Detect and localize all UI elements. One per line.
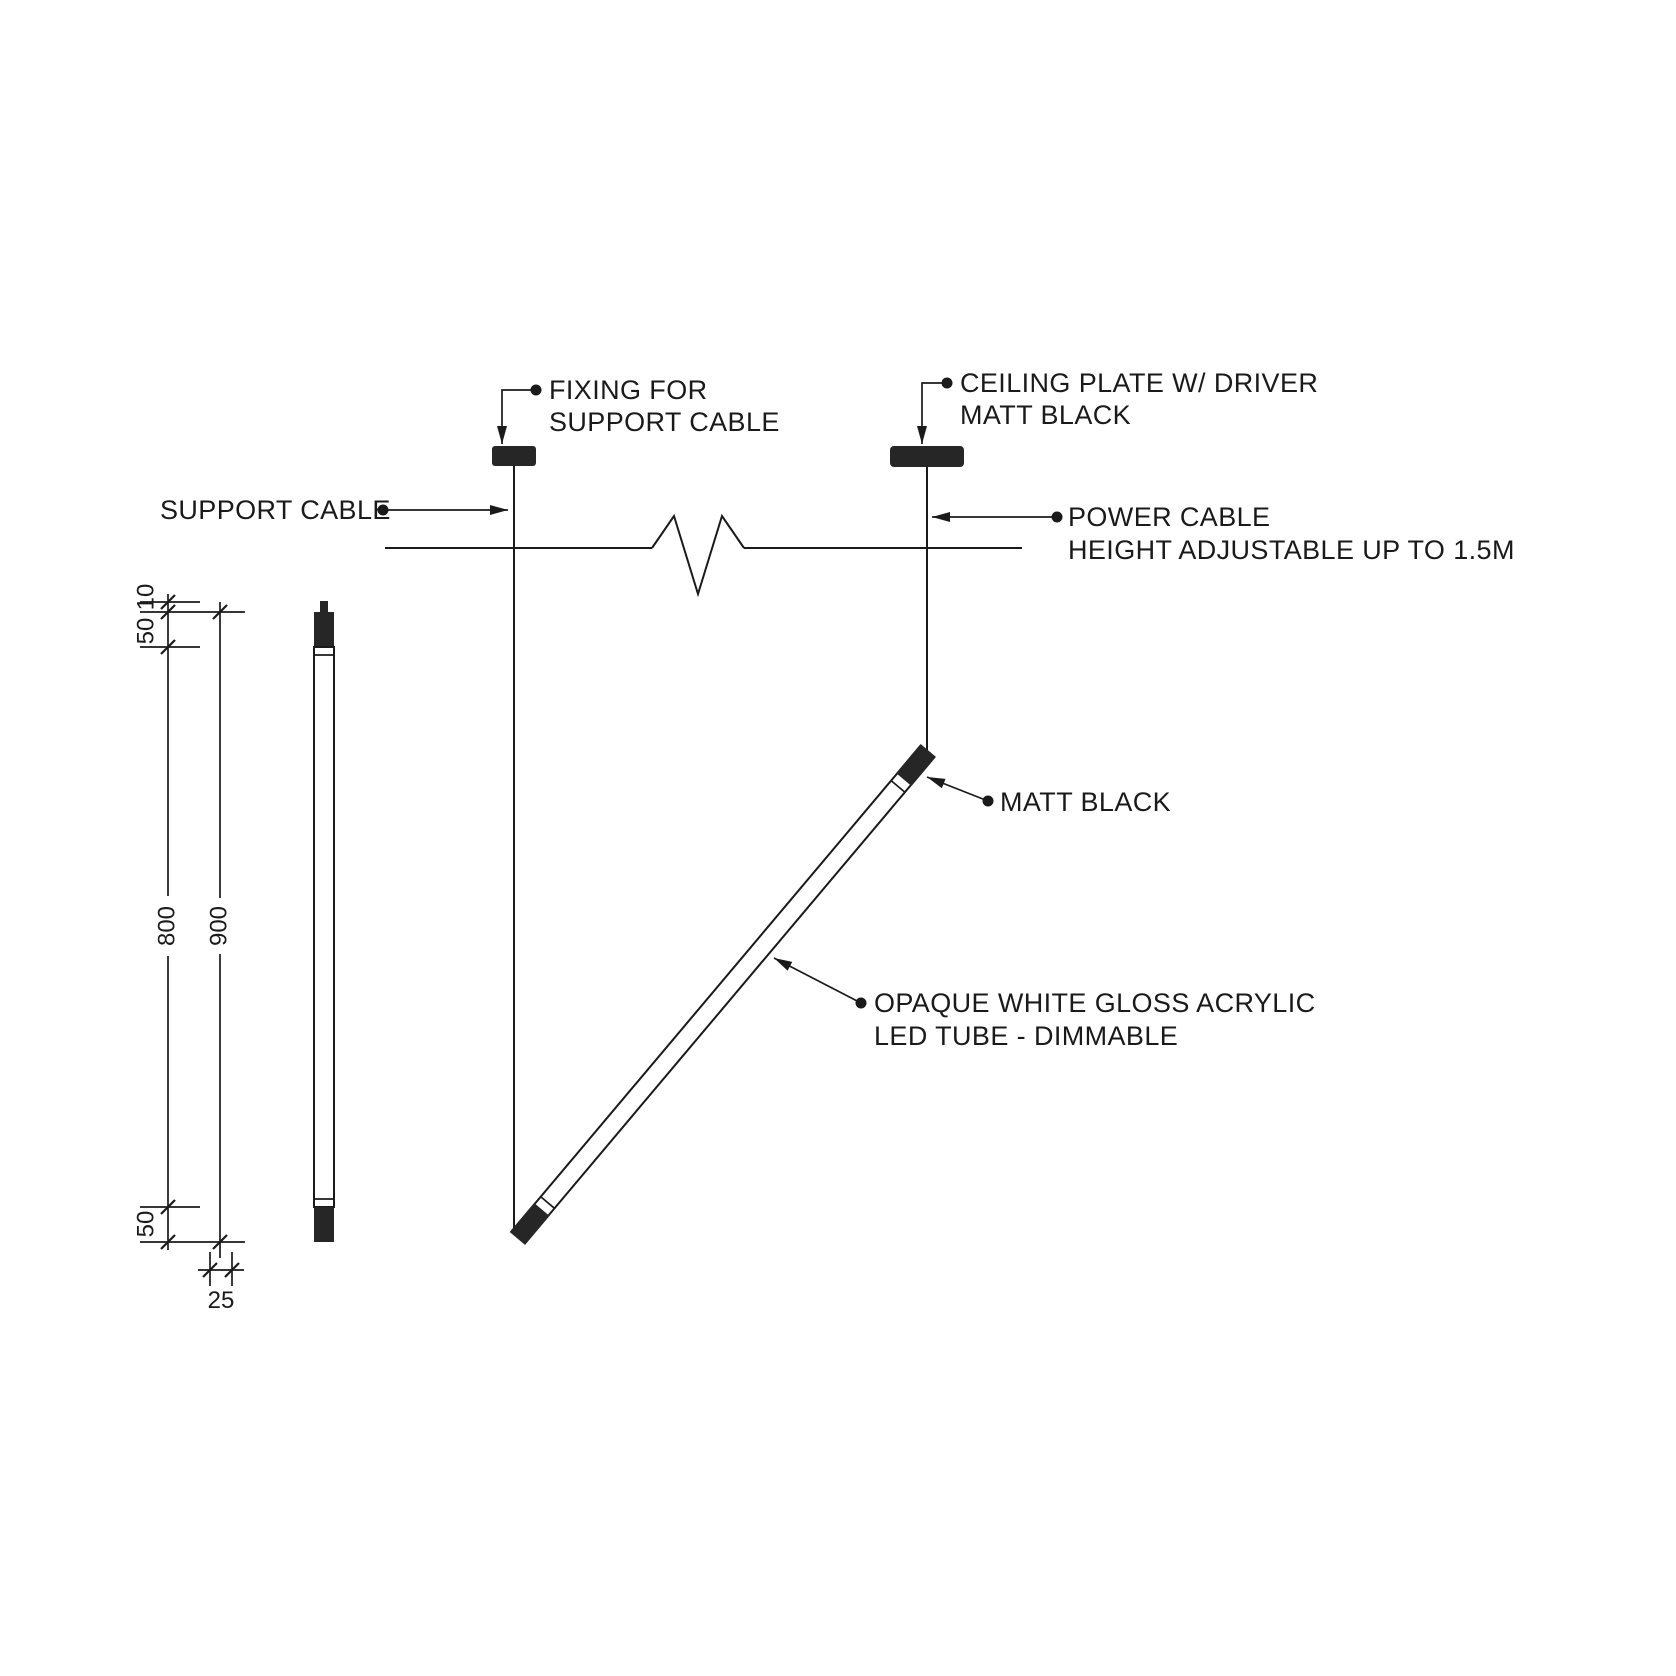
support-cable-fixing-block <box>492 446 536 466</box>
label-fixing-line1: FIXING FOR <box>549 375 708 405</box>
dim-label-stub: 10 <box>132 584 159 611</box>
led-tube-pendant <box>509 744 936 1245</box>
leader-led-tube <box>773 957 862 1004</box>
ceiling-plate <box>890 446 964 467</box>
label-power-cable-line2: HEIGHT ADJUSTABLE UP TO 1.5M <box>1068 535 1515 565</box>
dim-label-overall: 900 <box>205 906 232 946</box>
dim-tick <box>224 1262 240 1278</box>
dim-tick <box>202 1262 218 1278</box>
leader-matt-black <box>926 776 989 802</box>
tube-bottom-cap <box>509 1202 550 1245</box>
leader-fixing <box>497 389 536 444</box>
tube-side-top-cap <box>314 612 334 647</box>
label-matt-black: MATT BLACK <box>1000 787 1171 817</box>
dim-label-top-cap: 50 <box>132 618 159 645</box>
dim-tick <box>160 1199 176 1215</box>
label-fixing-line2: SUPPORT CABLE <box>549 407 780 437</box>
dim-label-diameter: 25 <box>208 1287 235 1314</box>
tube-side-bottom-cap <box>314 1207 334 1242</box>
leader-ceiling-plate <box>917 382 947 444</box>
tube-detail-line-top <box>890 779 906 793</box>
dim-tick <box>160 604 176 620</box>
leaders <box>377 377 1063 1009</box>
label-power-cable-line1: POWER CABLE <box>1068 502 1270 532</box>
tube-detail-line-bottom <box>540 1196 556 1209</box>
tube-top-cap <box>896 744 936 786</box>
tube-side-view <box>313 601 335 1242</box>
label-support-cable: SUPPORT CABLE <box>160 495 391 525</box>
tube-side-body <box>313 646 335 1208</box>
label-led-tube-line2: LED TUBE - DIMMABLE <box>874 1021 1178 1051</box>
dimension-chain: 10 50 800 900 50 25 <box>132 584 245 1314</box>
tube-side-stub <box>320 601 328 613</box>
label-ceiling-plate-line2: MATT BLACK <box>960 400 1131 430</box>
tube-body <box>510 744 936 1245</box>
label-led-tube-line1: OPAQUE WHITE GLOSS ACRYLIC <box>874 988 1316 1018</box>
ceiling-line <box>385 513 1022 598</box>
annotations: FIXING FOR SUPPORT CABLE CEILING PLATE W… <box>160 368 1515 1051</box>
dim-tick <box>212 604 228 620</box>
dim-label-body: 800 <box>153 906 180 946</box>
dim-tick <box>160 1234 176 1250</box>
dim-tick <box>212 1234 228 1250</box>
dim-label-bottom-cap: 50 <box>132 1211 159 1238</box>
dim-tick <box>160 594 176 610</box>
label-ceiling-plate-line1: CEILING PLATE W/ DRIVER <box>960 368 1318 398</box>
ceiling-break-symbol <box>651 513 745 598</box>
dim-tick <box>160 639 176 655</box>
